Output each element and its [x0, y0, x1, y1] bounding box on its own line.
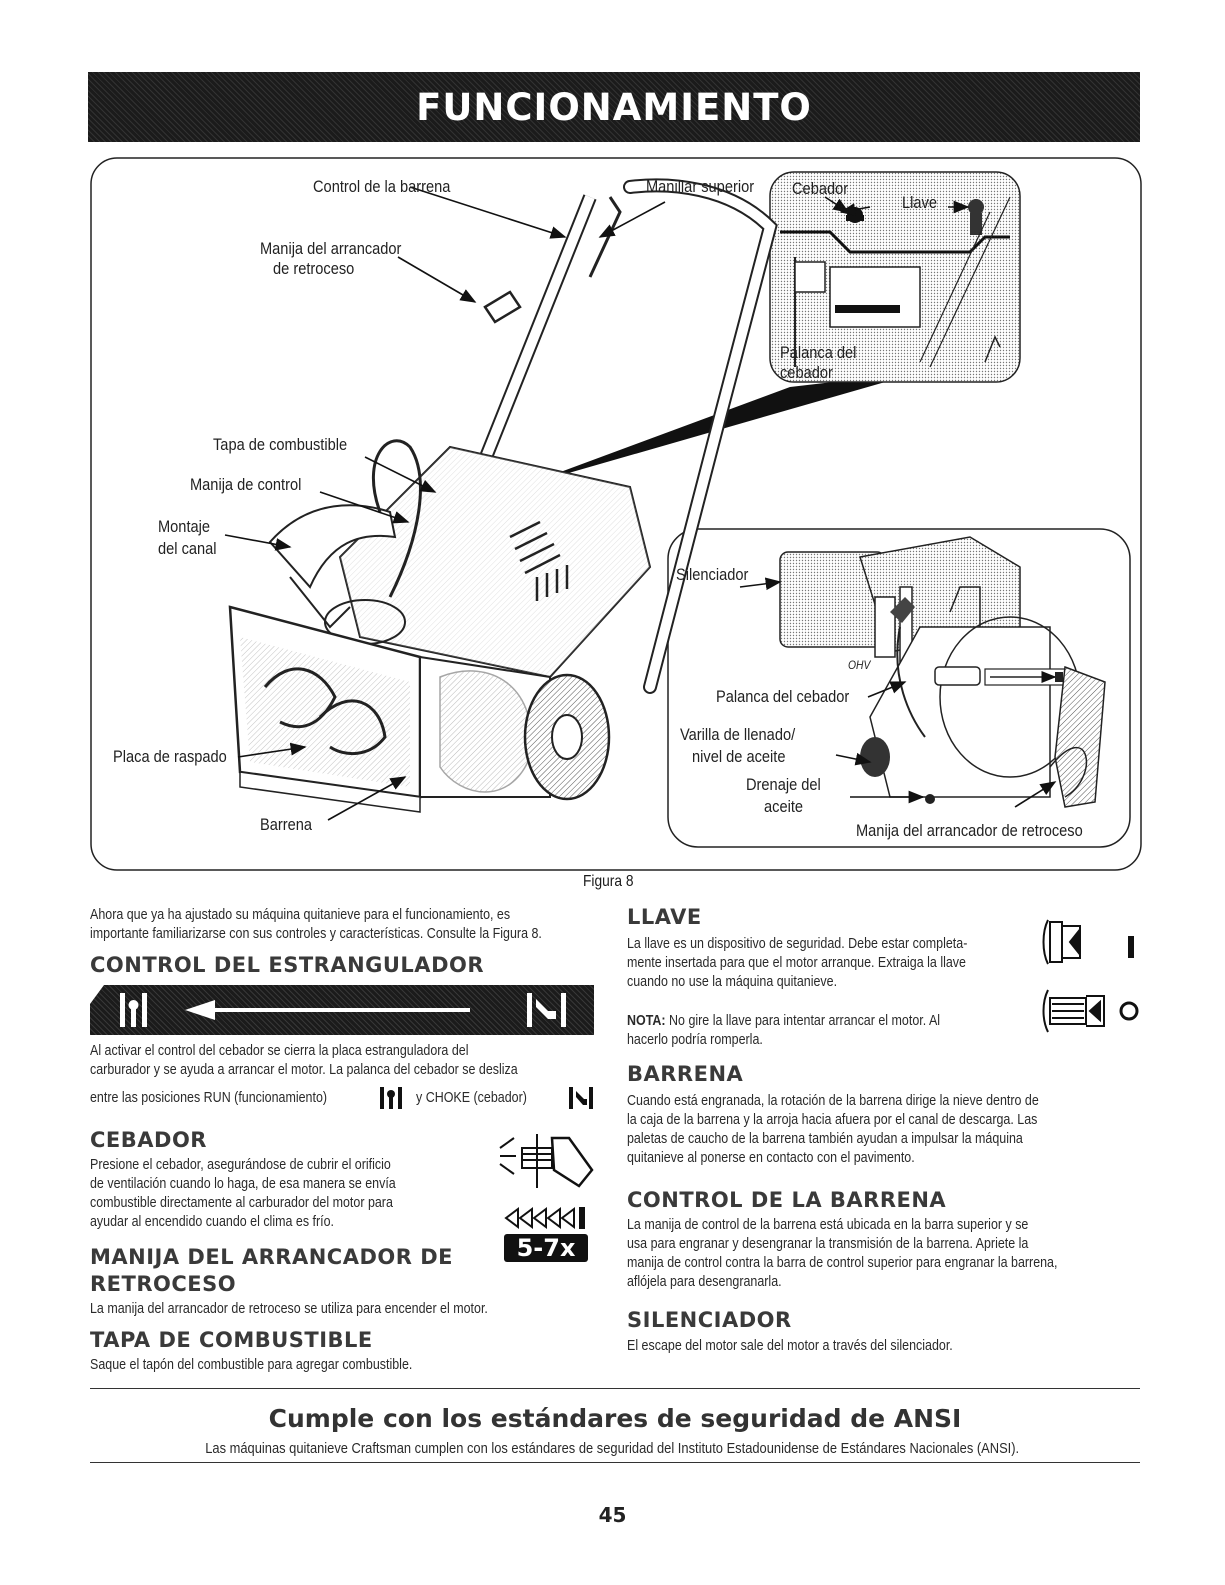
page-number: 45 [598, 1503, 627, 1527]
key-icons [1042, 919, 1139, 1033]
section-banner: FUNCIONAMIENTO [88, 72, 1140, 142]
label-varilla-2: nivel de aceite [692, 747, 786, 766]
label-manillar-superior: Manillar superior [646, 177, 755, 196]
choke-symbol [527, 993, 566, 1027]
nota-label: NOTA: [627, 1013, 666, 1029]
key-on-icon [1042, 919, 1081, 965]
key-line-3: cuando no use la máquina quitanieve. [627, 974, 838, 990]
auger-control-line-2: usa para engranar y desengranar la trans… [627, 1236, 1029, 1252]
key-off-icon [1042, 989, 1105, 1033]
inset-primer-key [769, 171, 1021, 383]
figure-frame [90, 157, 1142, 871]
label-manija-arrancador-2: de retroceso [273, 259, 355, 278]
auger-line-2: la caja de la barrena y la arroja hacia … [627, 1112, 1038, 1128]
key-text: La llave es un dispositivo de seguridad.… [627, 935, 1067, 992]
heading-recoil: MANIJA DEL ARRANCADOR DE [90, 1245, 454, 1269]
auger-line-3: paletas de caucho de la barrena también … [627, 1131, 1023, 1147]
label-cebador: Cebador [792, 179, 849, 198]
choke-line-3b: y CHOKE (cebador) [416, 1090, 527, 1106]
choke-line-3: entre las posiciones RUN (funcionamiento… [90, 1085, 650, 1111]
heading-muffler: SILENCIADOR [627, 1308, 792, 1332]
left-arrow-icon [185, 1000, 470, 1020]
heading-recoil-2: RETROCESO [90, 1272, 237, 1296]
leader-lines [224, 186, 1057, 821]
ansi-text-span: Las máquinas quitanieve Craftsman cumple… [205, 1440, 1020, 1457]
label-drenaje: Drenaje del [746, 775, 821, 794]
ansi-text: Las máquinas quitanieve Craftsman cumple… [0, 1440, 1225, 1457]
choke-text: Al activar el control del cebador se cie… [90, 1042, 650, 1080]
label-placa-raspado: Placa de raspado [113, 747, 227, 766]
choke-line-3a: entre las posiciones RUN (funcionamiento… [90, 1090, 328, 1106]
nota-text-1: No gire la llave para intentar arrancar … [669, 1013, 941, 1029]
nota-line-1: NOTA: No gire la llave para intentar arr… [627, 1012, 988, 1031]
primer-line-1: Presione el cebador, asegurándose de cub… [90, 1157, 391, 1173]
recoil-text: La manija del arrancador de retroceso se… [90, 1301, 488, 1317]
choke-position-icon [569, 1087, 593, 1109]
primer-line-2: de ventilación cuando lo haga, de esa ma… [90, 1176, 396, 1192]
label-tapa-combustible: Tapa de combustible [213, 435, 348, 454]
heading-choke: CONTROL DEL ESTRANGULADOR [90, 953, 485, 977]
auger-control-line-1: La manija de control de la barrena está … [627, 1217, 1029, 1233]
intro-line-2: importante familiarizarse con sus contro… [90, 926, 542, 942]
figure-8: Control de la barrena Manija del arranca… [90, 157, 1142, 871]
primer-badge-text: 5-7x [517, 1234, 576, 1262]
label-llave: Llave [902, 193, 937, 212]
auger-line-4: quitanieve al ponerse en contacto con el… [627, 1150, 915, 1166]
fuel-text: Saque el tapón del combustible para agre… [90, 1357, 413, 1373]
engine-badge: OHV [848, 658, 871, 672]
heading-auger-control: CONTROL DE LA BARRENA [627, 1188, 947, 1212]
primer-icon: 5-7x [499, 1134, 594, 1262]
auger-control-text: La manija de control de la barrena está … [627, 1216, 1217, 1292]
snowblower-illustration [90, 157, 1142, 871]
choke-symbols [120, 993, 566, 1027]
label-drenaje-2: aceite [764, 797, 804, 816]
intro-line-1: Ahora que ya ha ajustado su máquina quit… [90, 907, 511, 923]
divider-bottom [90, 1462, 1140, 1463]
nota-block: NOTA: No gire la llave para intentar arr… [627, 1012, 1047, 1050]
ansi-title: Cumple con los estándares de seguridad d… [268, 1404, 962, 1433]
snowblower-body [228, 178, 778, 813]
label-manija-arrancador: Manija del arrancador [260, 239, 402, 258]
run-position-icon [380, 1087, 402, 1109]
primer-text: Presione el cebador, asegurándose de cub… [90, 1156, 510, 1232]
label-palanca-cebador-top-2: cebador [780, 363, 833, 382]
label-barrena: Barrena [260, 815, 313, 834]
label-montaje-2: del canal [158, 539, 217, 558]
label-control-barrena: Control de la barrena [313, 177, 451, 196]
choke-line-2: carburador y se ayuda a arrancar el moto… [90, 1062, 518, 1078]
heading-key: LLAVE [627, 905, 702, 929]
heading-fuel: TAPA DE COMBUSTIBLE [90, 1328, 373, 1352]
label-manija-control: Manija de control [190, 475, 302, 494]
key-line-1: La llave es un dispositivo de seguridad.… [627, 936, 968, 952]
primer-line-4: ayudar al encendido cuando el clima es f… [90, 1214, 335, 1230]
label-silenciador: Silenciador [676, 565, 749, 584]
auger-line-1: Cuando está engranada, la rotación de la… [627, 1093, 1039, 1109]
auger-text: Cuando está engranada, la rotación de la… [627, 1092, 1187, 1168]
key-line-2: mente insertada para que el motor arranq… [627, 955, 966, 971]
label-montaje: Montaje [158, 517, 211, 536]
choke-line-1: Al activar el control del cebador se cie… [90, 1043, 469, 1059]
label-varilla: Varilla de llenado/ [680, 725, 796, 744]
left-column: Ahora que ya ha ajustado su máquina quit… [90, 906, 630, 944]
muffler-text: El escape del motor sale del motor a tra… [627, 1338, 953, 1354]
figure-caption: Figura 8 [583, 873, 634, 890]
label-manija-arrancador-retroceso: Manija del arrancador de retroceso [856, 821, 1083, 840]
heading-primer: CEBADOR [90, 1128, 207, 1152]
label-palanca-cebador: Palanca del cebador [716, 687, 850, 706]
auger-control-line-4: aflójela para desengranarla. [627, 1274, 782, 1290]
nota-line-2: hacerlo podría romperla. [627, 1032, 763, 1048]
page-title: FUNCIONAMIENTO [416, 85, 812, 129]
heading-auger: BARRENA [627, 1062, 744, 1086]
primer-line-3: combustible directamente al carburador d… [90, 1195, 393, 1211]
divider-top [90, 1388, 1140, 1389]
run-symbol [120, 993, 147, 1027]
label-palanca-cebador-top: Palanca del [780, 343, 857, 362]
auger-control-line-3: manija de control contra la barra de con… [627, 1255, 1058, 1271]
